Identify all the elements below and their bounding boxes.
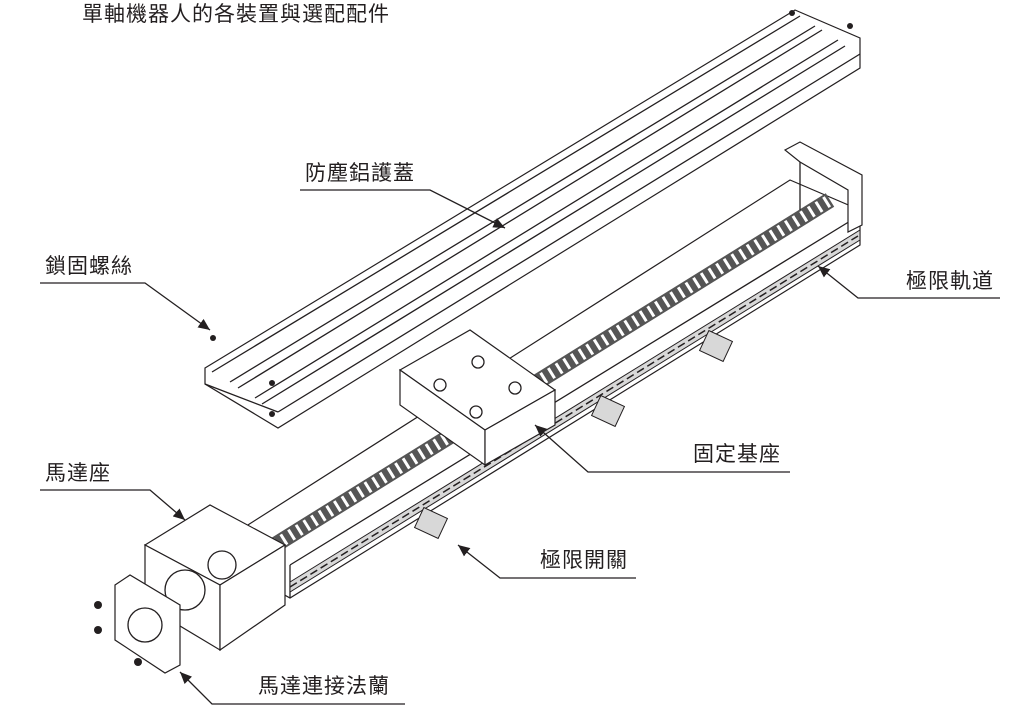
label-lock-screw: 鎖固螺絲 (45, 254, 133, 278)
limit-rail-leader (817, 265, 1000, 299)
fixed-base-part (398, 329, 557, 467)
label-limit-rail: 極限軌道 (906, 269, 994, 293)
lock-screw-leader (40, 282, 211, 331)
label-motor-flange: 馬達連接法蘭 (258, 674, 390, 698)
dust-cover-part (204, 9, 861, 429)
label-dust-cover: 防塵鋁護蓋 (305, 161, 415, 185)
dust-cover-leader (300, 189, 506, 229)
fixed-base-leader (534, 424, 790, 473)
label-fixed-base: 固定基座 (693, 442, 781, 466)
limit-switch-part (413, 329, 734, 540)
motor-flange-leader (179, 671, 405, 705)
label-motor-seat: 馬達座 (45, 461, 111, 485)
label-limit-switch: 極限開關 (540, 548, 628, 572)
motor-seat-leader (40, 489, 186, 521)
motor-seat-part (143, 504, 287, 652)
lock-screw-icon (210, 335, 216, 341)
motor-flange-part (94, 574, 181, 674)
limit-switch-leader (457, 544, 636, 579)
diagram-title: 單軸機器人的各裝置與選配配件 (82, 2, 390, 26)
